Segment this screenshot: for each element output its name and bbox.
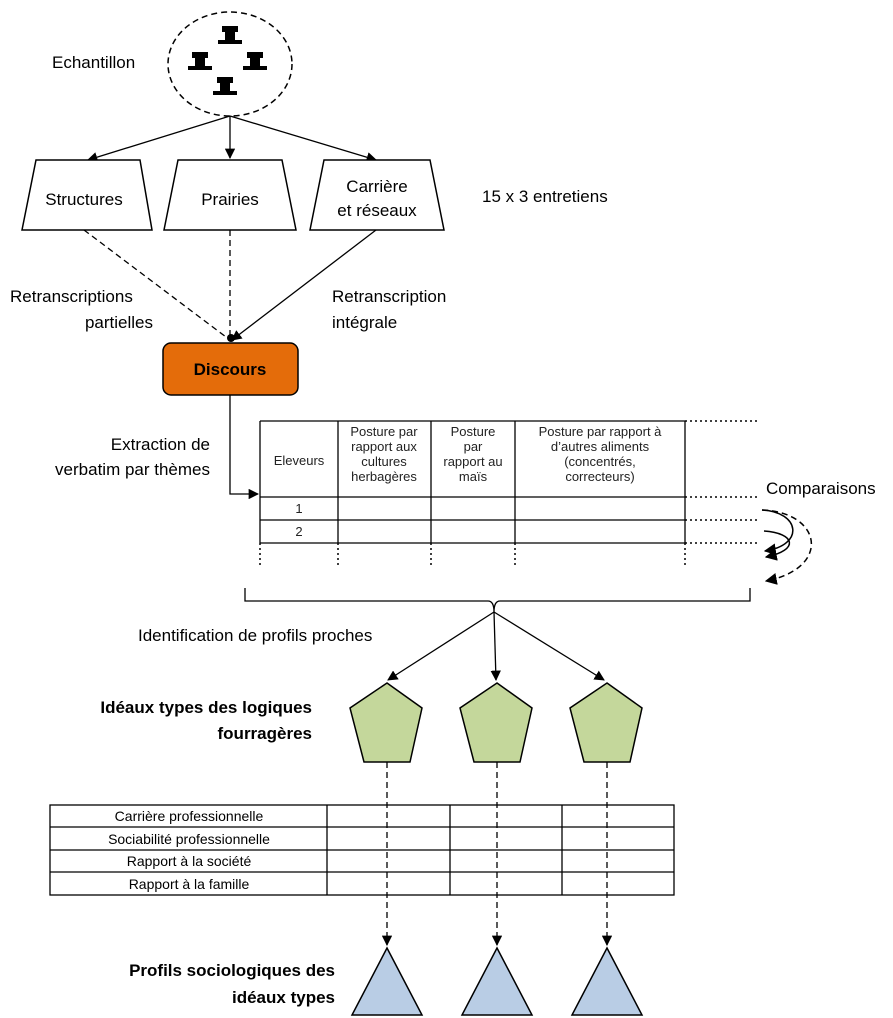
entretiens-label: 15 x 3 entretiens xyxy=(482,187,608,206)
ideal-type-pentagon xyxy=(349,682,423,763)
integrale-line1: Retranscription xyxy=(332,287,446,306)
carriere-label-line2: et réseaux xyxy=(337,201,417,220)
farmer-icon xyxy=(213,77,237,95)
sociological-profile-triangle xyxy=(350,946,424,1016)
transcription-lines xyxy=(83,229,377,341)
prairies-label: Prairies xyxy=(201,190,259,209)
table2-row-label: Rapport à la famille xyxy=(129,876,250,892)
row-number: 1 xyxy=(295,501,302,516)
carriere-box xyxy=(309,159,445,231)
table2-row-label: Carrière professionnelle xyxy=(115,808,264,824)
echantillon-label: Echantillon xyxy=(52,53,135,72)
header-mais-l1: Posture xyxy=(451,424,496,439)
profils-line1: Profils sociologiques des xyxy=(129,961,335,980)
header-aliments-l2: d’autres aliments xyxy=(551,439,650,454)
partielles-line1: Retranscriptions xyxy=(10,287,133,306)
pentagon-to-triangle-arrows xyxy=(381,762,613,947)
header-mais-l4: maïs xyxy=(459,469,488,484)
partielles-line2: partielles xyxy=(85,313,153,332)
discours-label: Discours xyxy=(194,360,267,379)
header-eleveurs: Eleveurs xyxy=(274,453,325,468)
header-aliments-l3: (concentrés, xyxy=(564,454,636,469)
profils-line2: idéaux types xyxy=(232,988,335,1007)
grouping-brace xyxy=(244,588,751,613)
table2-row-label: Sociabilité professionnelle xyxy=(108,831,270,847)
row-number: 2 xyxy=(295,524,302,539)
farmer-icon xyxy=(188,52,212,70)
farmer-icon xyxy=(218,26,242,44)
extraction-line1: Extraction de xyxy=(111,435,210,454)
profile-arrows xyxy=(387,611,605,682)
header-cultures-l4: herbagères xyxy=(351,469,417,484)
header-mais-l2: par xyxy=(464,439,483,454)
junction-dot xyxy=(227,334,235,342)
carriere-label-line1: Carrière xyxy=(346,177,407,196)
ideal-type-pentagon xyxy=(569,682,643,763)
sample-ellipse xyxy=(167,11,293,117)
structures-label: Structures xyxy=(45,190,122,209)
sociology-table: Carrière professionnelle Sociabilité pro… xyxy=(49,804,675,896)
ideaux-line2: fourragères xyxy=(218,724,312,743)
header-mais-l3: rapport au xyxy=(443,454,502,469)
prairies-box xyxy=(163,159,297,231)
comparaisons-label: Comparaisons xyxy=(766,479,876,498)
extraction-line2: verbatim par thèmes xyxy=(55,460,210,479)
verbatim-table: Eleveurs Posture par rapport aux culture… xyxy=(259,420,758,566)
header-cultures-l3: cultures xyxy=(361,454,407,469)
integrale-line2: intégrale xyxy=(332,313,397,332)
identification-label: Identification de profils proches xyxy=(138,626,372,645)
farmer-icon xyxy=(243,52,267,70)
sample-group xyxy=(167,11,293,117)
header-cultures-l2: rapport aux xyxy=(351,439,417,454)
structures-box xyxy=(21,159,153,231)
sociological-profile-triangle xyxy=(570,946,644,1016)
header-aliments-l4: correcteurs) xyxy=(565,469,634,484)
ideal-type-pentagon xyxy=(459,682,533,763)
sample-arrows xyxy=(87,115,377,163)
comparison-arcs xyxy=(761,509,812,585)
discours-to-table-arrow xyxy=(229,395,260,500)
header-cultures-l1: Posture par xyxy=(350,424,418,439)
table2-row-label: Rapport à la société xyxy=(127,853,252,869)
sociological-profile-triangle xyxy=(460,946,534,1016)
header-aliments-l1: Posture par rapport à xyxy=(539,424,663,439)
ideaux-line1: Idéaux types des logiques xyxy=(100,698,312,717)
